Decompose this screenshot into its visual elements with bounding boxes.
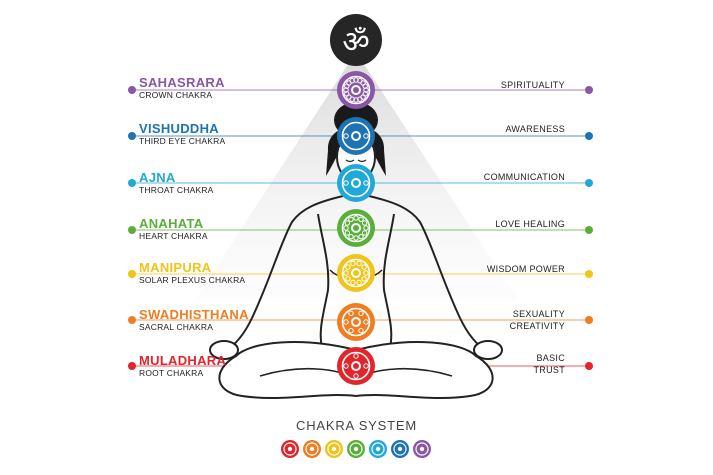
- meaning-wisdom-power: WISDOM POWER: [487, 263, 565, 275]
- chakra-subtitle: SACRAL CHAKRA: [139, 322, 214, 332]
- left-dot: [128, 226, 136, 234]
- chakra-subtitle: THIRD EYE CHAKRA: [139, 136, 226, 146]
- meaning-communication: COMMUNICATION: [484, 171, 565, 183]
- meaning-text: SEXUALITY: [512, 309, 565, 319]
- chakra-symbol-icon: [337, 209, 375, 247]
- chakra-label-sahasrara: SAHASRARA CROWN CHAKRA: [139, 75, 225, 101]
- chakra-subtitle: ROOT CHAKRA: [139, 368, 204, 378]
- chakra-name: MANIPURA: [139, 260, 212, 275]
- right-dot: [585, 132, 593, 140]
- mini-chakra-icon: [413, 440, 431, 458]
- chakra-label-anahata: ANAHATA HEART CHAKRA: [139, 216, 208, 242]
- meaning-text: COMMUNICATION: [483, 172, 565, 182]
- chakra-subtitle: CROWN CHAKRA: [139, 90, 213, 100]
- chakra-name: ANAHATA: [139, 216, 204, 231]
- chakra-label-manipura: MANIPURA SOLAR PLEXUS CHAKRA: [139, 260, 246, 286]
- chakra-label-swadhisthana: SWADHISTHANA SACRAL CHAKRA: [139, 307, 249, 333]
- chakra-symbol-icon: [337, 303, 375, 341]
- meaning-text: TRUST: [533, 365, 565, 375]
- chakra-symbol-icon: [337, 347, 375, 385]
- mini-chakra-icon: [391, 440, 409, 458]
- chakra-symbol-icon: [337, 117, 375, 155]
- om-symbol-icon: ॐ: [342, 25, 369, 60]
- chakra-name: VISHUDDHA: [139, 121, 219, 136]
- meaning-basic-trust: BASIC TRUST: [534, 352, 566, 376]
- meaning-sexuality-creativity: SEXUALITY CREATIVITY: [510, 308, 565, 332]
- left-dot: [128, 86, 136, 94]
- chakra-symbol-icon: [337, 254, 375, 292]
- diagram-title: CHAKRA SYSTEM: [296, 418, 417, 433]
- left-dot: [128, 132, 136, 140]
- mini-chakra-icon: [325, 440, 343, 458]
- left-dot: [128, 362, 136, 370]
- right-dot: [585, 362, 593, 370]
- chakra-name: MULADHARA: [139, 353, 227, 368]
- meaning-text: WISDOM POWER: [486, 264, 565, 274]
- left-dot: [128, 179, 136, 187]
- chakra-symbol-icon: [337, 71, 375, 109]
- meaning-text: CREATIVITY: [509, 321, 565, 331]
- mini-chakra-icon: [347, 440, 365, 458]
- right-dot: [585, 226, 593, 234]
- right-dot: [585, 86, 593, 94]
- chakra-name: AJNA: [139, 170, 176, 185]
- chakra-label-muladhara: MULADHARA ROOT CHAKRA: [139, 353, 227, 379]
- left-dot: [128, 270, 136, 278]
- chakra-subtitle: SOLAR PLEXUS CHAKRA: [139, 275, 246, 285]
- chakra-subtitle: THROAT CHAKRA: [139, 185, 214, 195]
- meaning-spirituality: SPIRITUALITY: [501, 79, 565, 91]
- om-symbol-badge: ॐ: [330, 14, 382, 66]
- meaning-awareness: AWARENESS: [505, 123, 565, 135]
- chakra-name: SWADHISTHANA: [139, 307, 249, 322]
- meaning-text: AWARENESS: [505, 124, 565, 134]
- chakra-symbol-icon: [337, 164, 375, 202]
- right-dot: [585, 179, 593, 187]
- chakra-label-vishuddha: VISHUDDHA THIRD EYE CHAKRA: [139, 121, 226, 147]
- chakra-subtitle: HEART CHAKRA: [139, 231, 208, 241]
- right-dot: [585, 316, 593, 324]
- meaning-text: LOVE HEALING: [495, 219, 565, 229]
- right-dot: [585, 270, 593, 278]
- mini-chakra-icon: [281, 440, 299, 458]
- meaning-text: BASIC: [536, 353, 565, 363]
- left-dot: [128, 316, 136, 324]
- chakra-name: SAHASRARA: [139, 75, 225, 90]
- meaning-love-healing: LOVE HEALING: [495, 218, 565, 230]
- mini-chakra-icon: [303, 440, 321, 458]
- mini-chakra-icon: [369, 440, 387, 458]
- meaning-text: SPIRITUALITY: [500, 80, 565, 90]
- chakra-label-ajna: AJNA THROAT CHAKRA: [139, 170, 214, 196]
